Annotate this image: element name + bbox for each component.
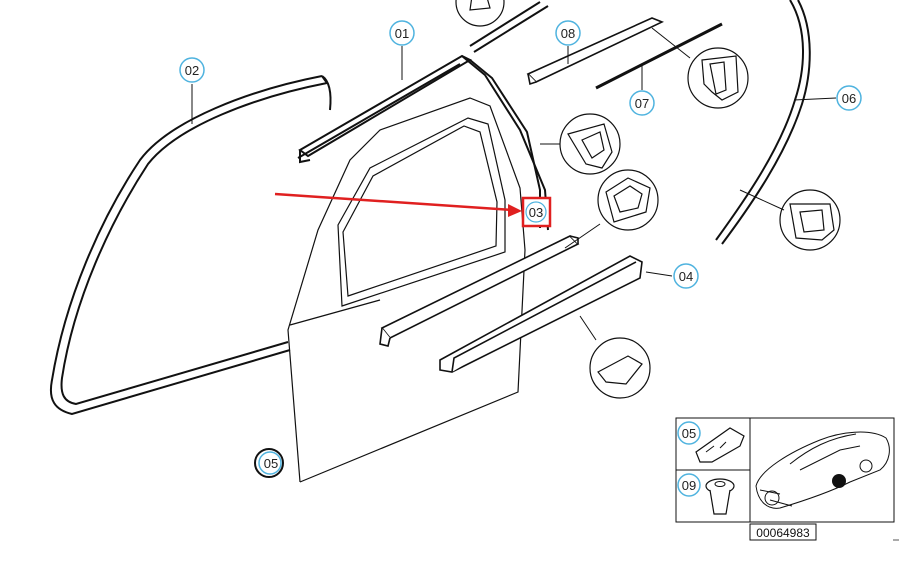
- svg-text:02: 02: [185, 63, 199, 78]
- window-sill-strip: [379, 235, 580, 347]
- detail-section-top: [455, 0, 505, 27]
- svg-text:03: 03: [529, 205, 543, 220]
- detail-section-07: [687, 47, 749, 109]
- svg-text:05: 05: [682, 426, 696, 441]
- diagram-reference-number: 00064983: [749, 523, 817, 541]
- door-frame-seal: [50, 75, 332, 416]
- detail-section-channel: [559, 113, 621, 175]
- highlight-arrow: [274, 192, 522, 217]
- svg-text:01: 01: [395, 26, 409, 41]
- callout-03: 03: [521, 196, 552, 228]
- callout-05: 05: [254, 448, 284, 478]
- callout-02: 02: [179, 57, 205, 83]
- svg-text:00064983: 00064983: [756, 526, 810, 540]
- callout-08: 08: [555, 20, 581, 46]
- parts-inset: 05 09 00064983: [675, 417, 895, 541]
- leader-lines: [191, 27, 837, 341]
- svg-text:09: 09: [682, 478, 696, 493]
- callout-06: 06: [836, 85, 862, 111]
- inset-plug-09: 09: [677, 473, 735, 515]
- trim-strip-07: [595, 22, 723, 90]
- callout-07: 07: [629, 90, 655, 116]
- inset-clip-05: 05: [677, 421, 745, 463]
- inset-location-marker: [832, 474, 846, 488]
- inset-car-illustration: [755, 431, 890, 509]
- svg-text:06: 06: [842, 91, 856, 106]
- callout-04: 04: [673, 263, 699, 289]
- callout-01: 01: [389, 20, 415, 46]
- outer-sill-trim: [439, 255, 643, 373]
- svg-text:08: 08: [561, 26, 575, 41]
- detail-section-sill: [597, 169, 659, 231]
- detail-section-06: [779, 189, 841, 251]
- detail-section-04: [589, 337, 651, 399]
- trim-strip-08: [526, 17, 664, 86]
- roof-seal: [469, 1, 549, 53]
- svg-text:05: 05: [264, 456, 278, 471]
- svg-text:07: 07: [635, 96, 649, 111]
- door-panel: [287, 97, 526, 483]
- svg-text:04: 04: [679, 269, 693, 284]
